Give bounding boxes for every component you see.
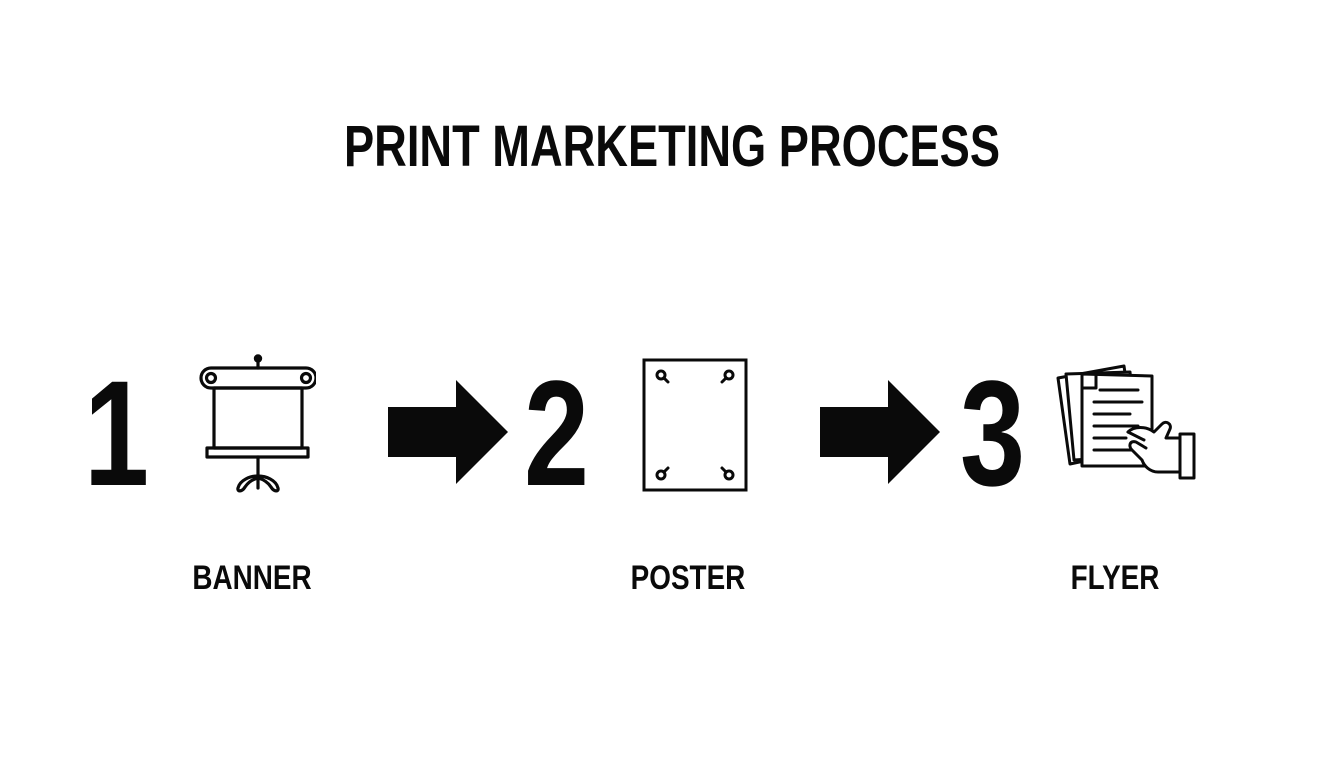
step-label-poster: POSTER: [630, 559, 746, 597]
banner-stand-icon: [199, 354, 316, 493]
step-label-flyer: FLYER: [1070, 559, 1160, 597]
step-number-1: 1: [84, 349, 150, 517]
pinned-poster-icon: [642, 358, 748, 492]
arrow-right-icon: [820, 380, 940, 484]
step-label-banner: BANNER: [192, 559, 312, 597]
hand-holding-flyers-icon: [1056, 364, 1196, 480]
arrow-right-icon: [388, 380, 508, 484]
diagram-title: PRINT MARKETING PROCESS: [343, 114, 1001, 179]
step-number-3: 3: [960, 349, 1026, 517]
step-number-2: 2: [524, 349, 590, 517]
